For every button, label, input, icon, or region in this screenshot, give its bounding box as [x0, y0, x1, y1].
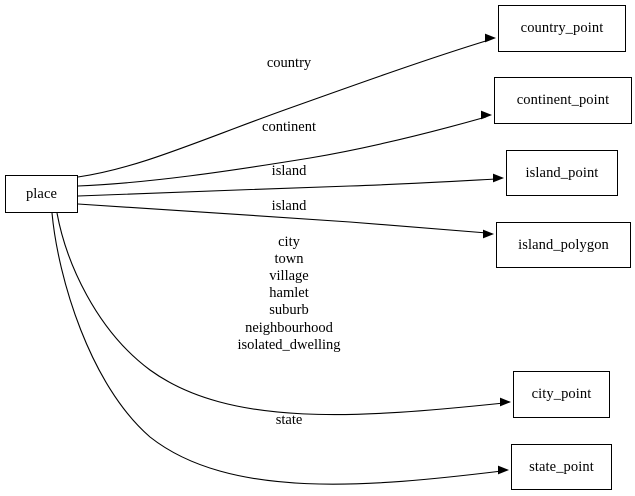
- edge-place-continent_point: [77, 116, 487, 187]
- node-island_point[interactable]: island_point: [506, 150, 618, 196]
- edge-place-island_point: [77, 178, 498, 197]
- edge-place-state_point: [51, 212, 503, 485]
- edge-place-state_point-arrowhead: [498, 465, 509, 475]
- edge-place-island_point-label: island: [271, 163, 307, 179]
- node-city_point[interactable]: city_point: [513, 371, 610, 418]
- edge-place-island_polygon-arrowhead: [483, 229, 494, 239]
- node-place[interactable]: place: [5, 175, 78, 213]
- node-state_point[interactable]: state_point: [511, 444, 612, 490]
- edge-place-country_point: [77, 39, 490, 178]
- edge-place-continent_point-label: continent: [262, 119, 316, 135]
- edge-place-country_point-label: country: [266, 55, 312, 71]
- edge-place-city_point-label: city town village hamlet suburb neighbou…: [237, 234, 341, 353]
- edge-place-city_point-arrowhead: [500, 397, 511, 407]
- edge-place-island_polygon: [77, 203, 488, 234]
- edge-place-island_polygon-label: island: [271, 198, 307, 214]
- edge-place-continent_point-arrowhead: [481, 110, 492, 120]
- node-country_point[interactable]: country_point: [498, 5, 626, 52]
- node-island_polygon[interactable]: island_polygon: [496, 222, 631, 268]
- edge-place-country_point-arrowhead: [485, 33, 496, 43]
- edge-place-state_point-label: state: [275, 412, 303, 428]
- node-continent_point[interactable]: continent_point: [494, 77, 632, 124]
- edge-place-city_point: [56, 212, 505, 416]
- edge-place-island_point-arrowhead: [493, 173, 504, 183]
